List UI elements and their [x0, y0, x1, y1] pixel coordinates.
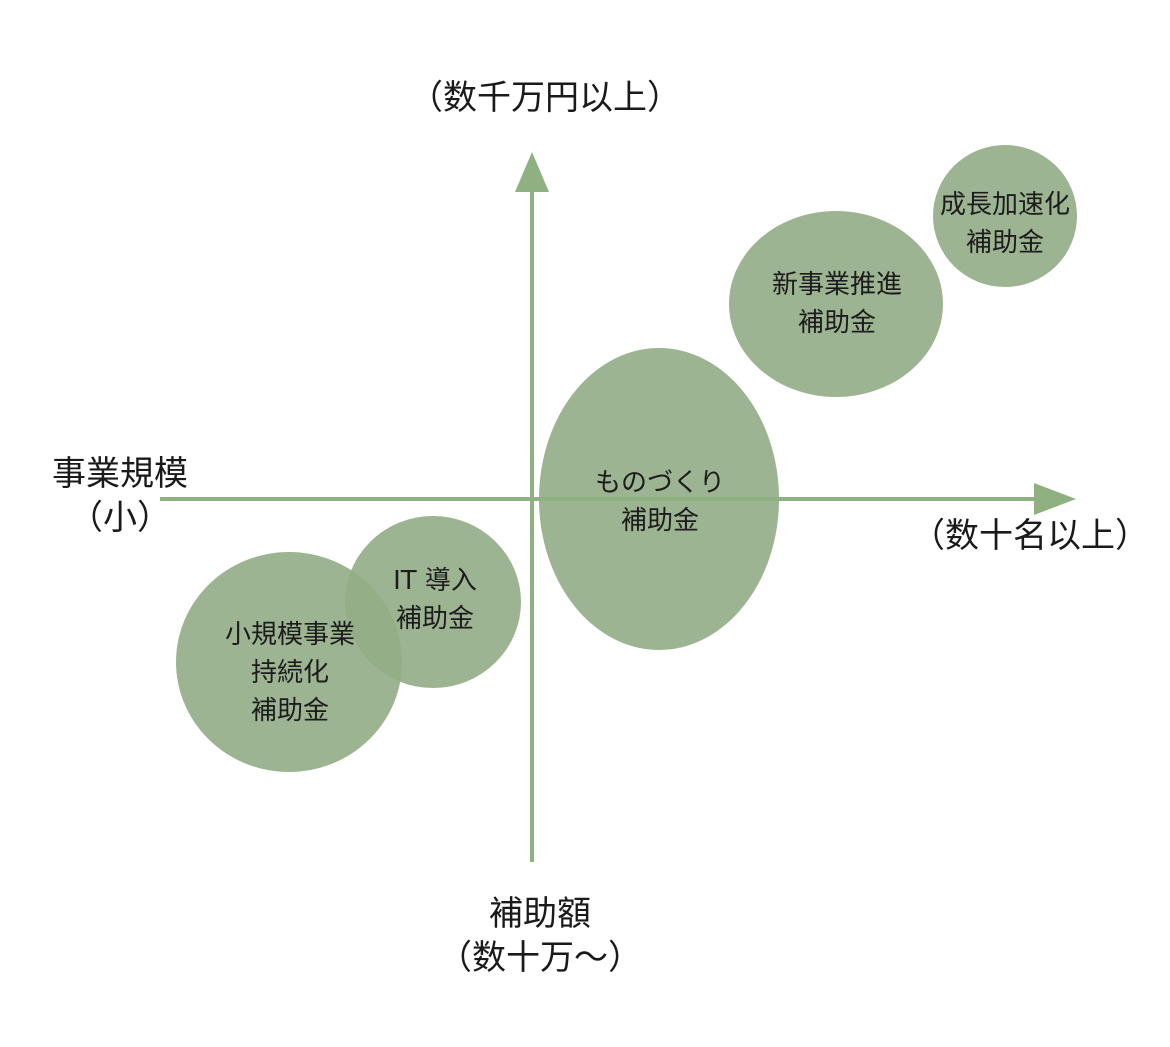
bubble-label-shokibo-jizokuka: 小規模事業 持続化 補助金	[190, 616, 390, 730]
x-axis-right-label: （数十名以上）	[900, 514, 1160, 558]
bubbles	[176, 145, 1077, 772]
bubble-label-monozukuri: ものづくり 補助金	[560, 464, 760, 540]
bubble-label-line: 補助金	[620, 506, 699, 536]
bubble-label-line: 補助金	[250, 696, 329, 726]
y-axis-bottom-text: （数十万〜）	[438, 938, 642, 978]
y-axis-top-label: （数千万円以上）	[405, 76, 685, 120]
x-axis-left-text: （小）	[69, 498, 171, 538]
x-axis-title: 事業規模	[52, 454, 188, 494]
bubble-shinjigyo-suishin	[729, 211, 943, 397]
bubble-label-line: 補助金	[395, 604, 474, 634]
x-axis-right-text: （数十名以上）	[911, 516, 1149, 556]
bubble-label-line: 補助金	[965, 228, 1044, 258]
bubble-label-line: 持続化	[250, 658, 329, 688]
bubble-label-it-donyu: IT 導入 補助金	[335, 562, 535, 638]
axes	[160, 152, 1076, 862]
x-axis-arrowhead	[1034, 483, 1076, 515]
bubble-it-donyu	[345, 516, 521, 688]
y-axis-bottom-label: 補助額 （数十万〜）	[430, 892, 650, 980]
y-axis-arrowhead	[515, 152, 549, 192]
bubble-label-line: ものづくり	[594, 468, 725, 498]
bubble-label-shinjigyo-suishin: 新事業推進 補助金	[737, 266, 937, 342]
bubble-label-seicho-kasokuka: 成長加速化 補助金	[905, 186, 1105, 262]
bubble-label-line: 小規模事業	[224, 620, 355, 650]
bubble-label-line: 新事業推進	[771, 270, 902, 300]
y-axis-title: 補助額	[489, 894, 591, 934]
y-axis-top-text: （数千万円以上）	[409, 78, 681, 118]
bubble-label-line: 成長加速化	[939, 190, 1070, 220]
bubble-seicho-kasokuka	[933, 145, 1077, 287]
bubble-label-line: IT 導入	[393, 566, 477, 596]
x-axis-left-label: 事業規模 （小）	[30, 452, 210, 540]
bubble-label-line: 補助金	[797, 308, 876, 338]
